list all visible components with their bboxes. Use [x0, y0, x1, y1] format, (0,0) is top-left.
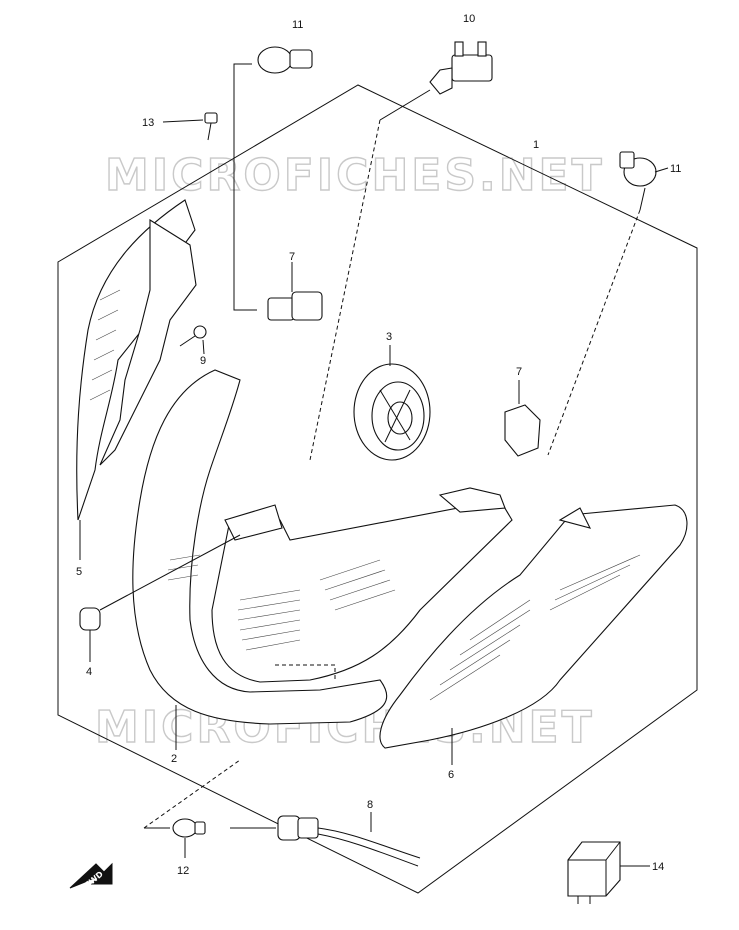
callout-5: 5 [76, 566, 82, 578]
callout-12: 12 [177, 865, 189, 877]
callout-8: 8 [367, 799, 373, 811]
dash-line-10 [309, 119, 381, 461]
bulb-10-h4[interactable] [429, 41, 493, 95]
part-14-relay[interactable] [567, 841, 621, 904]
callout-6: 6 [448, 769, 454, 781]
leader-10 [379, 89, 431, 121]
bulb-11-right[interactable] [619, 151, 657, 187]
fwd-arrow-icon: FWD [69, 862, 113, 890]
socket-7-right[interactable] [504, 404, 541, 457]
dash-line-12 [143, 759, 241, 829]
part-6-lens[interactable] [379, 504, 688, 749]
callout-11-right: 11 [670, 163, 681, 175]
leader-11-right [639, 187, 646, 211]
assembly-outline [57, 84, 698, 894]
leader-4-assembly [99, 534, 241, 611]
dash-line-11 [547, 209, 641, 456]
leader-9 [202, 339, 205, 355]
callout-10: 10 [463, 13, 475, 25]
screw-13[interactable] [204, 112, 218, 141]
callout-9: 9 [200, 355, 206, 367]
bracket-line-11 [233, 63, 257, 311]
part-2-headlamp-housing[interactable] [132, 369, 513, 725]
socket-7-top[interactable] [267, 291, 323, 321]
part-5-side-cover[interactable] [76, 199, 197, 521]
watermark-top: MICROFICHES.NET [105, 150, 605, 201]
bulb-12[interactable] [172, 818, 206, 838]
callout-3: 3 [386, 331, 392, 343]
bulb-11-top[interactable] [257, 46, 313, 74]
callout-11-top: 11 [292, 19, 303, 31]
callout-13: 13 [142, 117, 154, 129]
callout-7-top: 7 [289, 251, 295, 263]
callout-4: 4 [86, 666, 92, 678]
part-3-reflector-ring[interactable] [353, 363, 431, 461]
screw-9[interactable] [179, 325, 207, 347]
callout-2: 2 [171, 753, 177, 765]
callout-14: 14 [652, 861, 664, 873]
callout-1: 1 [533, 139, 539, 151]
leader-13 [162, 119, 204, 123]
part-4-grommet[interactable] [79, 607, 101, 631]
part-8-socket-harness[interactable] [277, 815, 421, 867]
callout-7-right: 7 [516, 366, 522, 378]
leader-11-right-label [654, 167, 669, 173]
